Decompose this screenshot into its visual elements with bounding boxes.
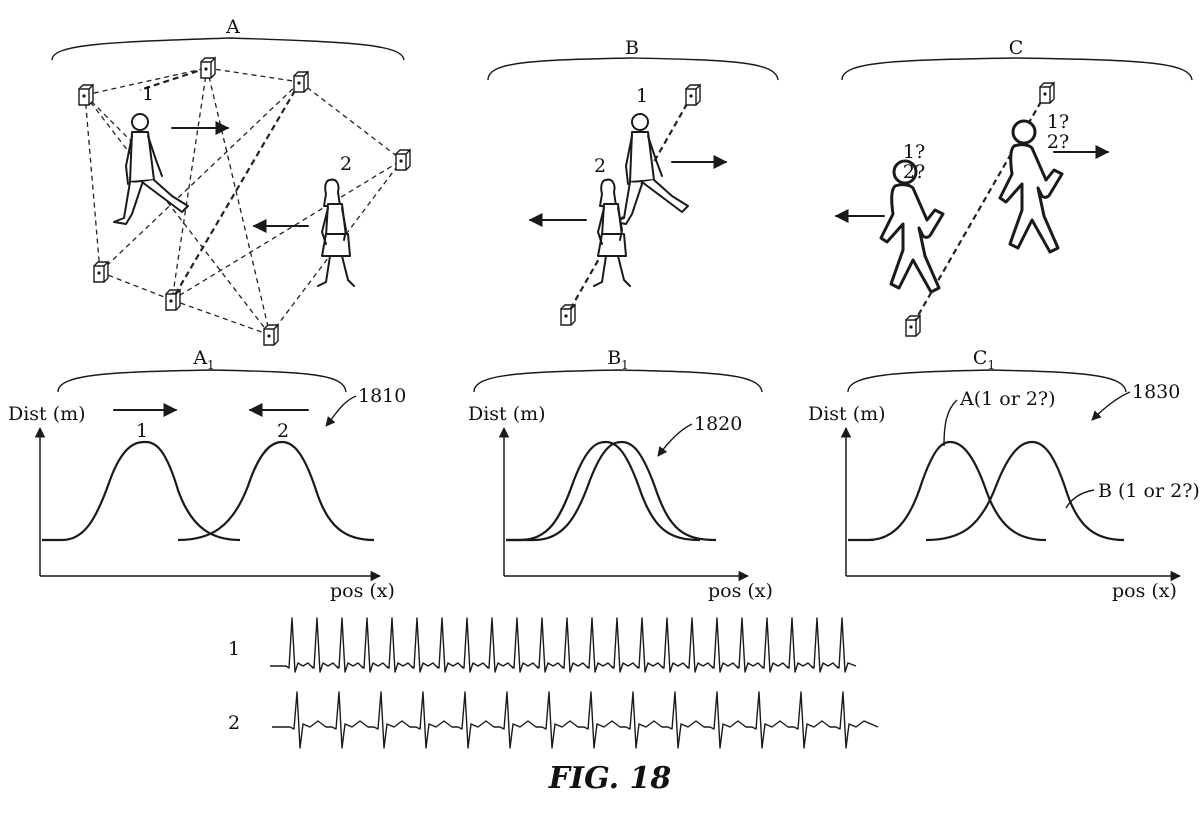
sensor-links bbox=[84, 66, 403, 336]
person-2-label: 2 bbox=[340, 153, 352, 175]
y-axis-label: Dist (m) bbox=[8, 403, 86, 425]
leader-line bbox=[1065, 489, 1095, 509]
sensor-icon bbox=[905, 315, 921, 337]
ambiguity-label-1: 1? bbox=[903, 141, 925, 163]
curve-a bbox=[848, 440, 1047, 542]
scene-b-label: B bbox=[625, 37, 639, 59]
sensor-icon bbox=[685, 84, 701, 106]
ambiguity-label-2: 2? bbox=[1047, 131, 1069, 153]
scene-c: C 1? 2? 1? 2? bbox=[834, 37, 1193, 337]
scene-b: B 1 2 bbox=[487, 37, 779, 326]
signal-2-trace bbox=[272, 691, 879, 749]
x-axis-label: pos (x) bbox=[330, 580, 395, 602]
y-axis-label: Dist (m) bbox=[468, 403, 546, 425]
sensor-icon bbox=[395, 149, 411, 171]
brace-c bbox=[841, 57, 1193, 81]
curve-b bbox=[925, 440, 1125, 542]
ambiguity-label-1: 1? bbox=[1047, 111, 1069, 133]
brace-b1 bbox=[473, 369, 763, 393]
sensor-icon bbox=[1039, 82, 1055, 104]
reference-arrow bbox=[657, 423, 693, 457]
reference-numeral: 1830 bbox=[1132, 381, 1180, 403]
figure-caption: FIG. 18 bbox=[548, 761, 672, 796]
sensor-link bbox=[566, 94, 693, 316]
y-axis-label: Dist (m) bbox=[808, 403, 886, 425]
scene-a: A 1 2 bbox=[51, 16, 411, 346]
curve-person-1 bbox=[42, 440, 241, 542]
person-2-label: 2 bbox=[594, 155, 606, 177]
scene-c-label: C bbox=[1009, 37, 1024, 59]
ambiguity-label-2: 2? bbox=[903, 161, 925, 183]
signal-1-trace bbox=[270, 617, 857, 673]
brace-c1 bbox=[847, 369, 1127, 393]
peak-2-label: 2 bbox=[277, 420, 289, 442]
sensor-icon bbox=[78, 84, 94, 106]
chart-c1-label: C1 bbox=[973, 347, 995, 372]
reference-arrow bbox=[1091, 391, 1131, 421]
x-axis-label: pos (x) bbox=[1112, 580, 1177, 602]
reference-numeral: 1820 bbox=[694, 413, 742, 435]
walking-woman-icon bbox=[593, 178, 631, 287]
person-1-label: 1 bbox=[636, 85, 648, 107]
sensor-icon bbox=[263, 324, 279, 346]
curve-person-1 bbox=[506, 440, 701, 542]
peak-1-label: 1 bbox=[136, 420, 148, 442]
sensor-icon bbox=[560, 304, 576, 326]
chart-b1: B1 Dist (m) pos (x) 1820 bbox=[468, 347, 773, 602]
scene-a-label: A bbox=[225, 16, 240, 38]
walking-man-icon bbox=[613, 113, 689, 225]
signal-1-label: 1 bbox=[228, 638, 240, 660]
curve-person-2 bbox=[177, 440, 375, 542]
brace-b bbox=[487, 57, 779, 81]
x-axis-label: pos (x) bbox=[708, 580, 773, 602]
leader-line bbox=[943, 399, 958, 447]
brace-a bbox=[51, 37, 405, 61]
person-1-label: 1 bbox=[142, 83, 154, 105]
chart-b1-label: B1 bbox=[607, 347, 629, 372]
sensor-icon bbox=[293, 71, 309, 93]
walking-man-icon bbox=[113, 113, 189, 225]
sensor-icon bbox=[93, 261, 109, 283]
signal-traces: 1 2 bbox=[228, 617, 879, 749]
reference-arrow bbox=[325, 395, 357, 427]
chart-c1: C1 Dist (m) pos (x) 1830 A(1 or 2?) B (1… bbox=[808, 347, 1200, 602]
walking-woman-icon bbox=[317, 178, 355, 287]
sensor-icon bbox=[200, 57, 216, 79]
reference-numeral: 1810 bbox=[358, 385, 406, 407]
brace-a1 bbox=[57, 369, 347, 393]
chart-a1-label: A1 bbox=[192, 347, 214, 372]
chart-a1: A1 Dist (m) pos (x) 1810 1 2 bbox=[8, 347, 406, 602]
curve-a-label: A(1 or 2?) bbox=[959, 388, 1056, 410]
curve-person-2 bbox=[506, 440, 717, 542]
curve-b-label: B (1 or 2?) bbox=[1098, 480, 1200, 502]
signal-2-label: 2 bbox=[228, 712, 240, 734]
